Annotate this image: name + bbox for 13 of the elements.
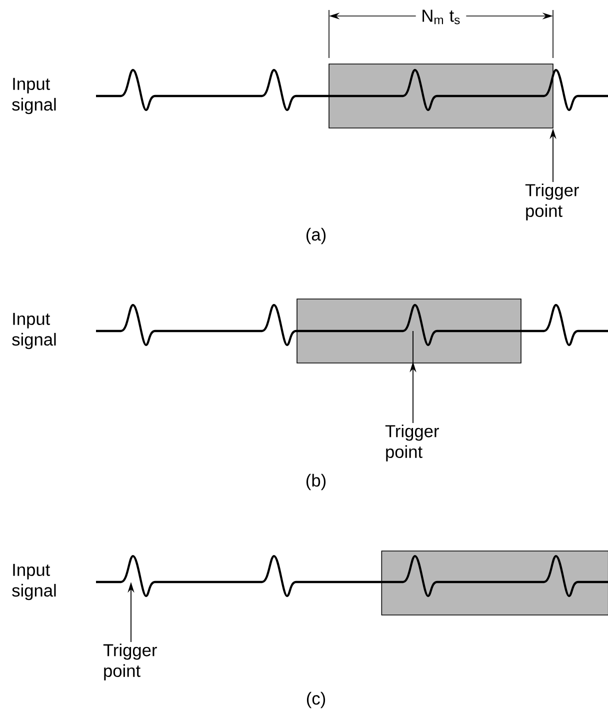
capture-window bbox=[296, 298, 522, 364]
capture-window bbox=[381, 550, 608, 616]
signal-label: Input signal bbox=[12, 564, 56, 600]
panel-label: (a) bbox=[306, 228, 326, 244]
dimension-label: N$_{m}$ t$_{s}$ bbox=[416, 8, 466, 26]
signal-label: Input signal bbox=[12, 312, 56, 350]
trigger-label: Trigger point bbox=[525, 184, 579, 220]
panel-label: (c) bbox=[306, 692, 326, 708]
panel-label: (b) bbox=[306, 474, 326, 490]
capture-window bbox=[328, 64, 554, 128]
trigger-label: Trigger point bbox=[385, 424, 439, 462]
trigger-label: Trigger point bbox=[103, 644, 157, 680]
signal-label: Input signal bbox=[12, 78, 56, 114]
